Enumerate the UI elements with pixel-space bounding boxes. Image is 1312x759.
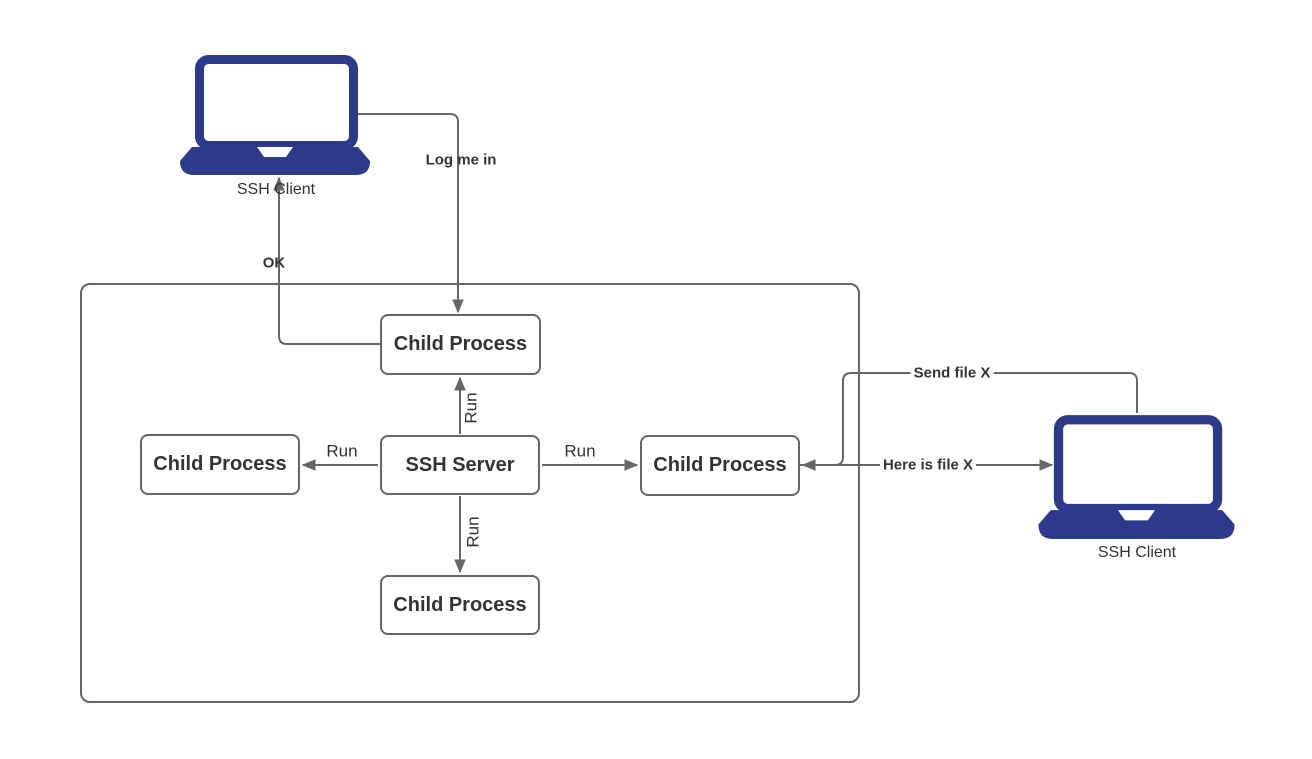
node-label: Child Process: [153, 453, 287, 475]
edge-label-run-bottom: Run: [463, 516, 483, 548]
edge-label-here-is-file: Here is file X: [879, 455, 977, 475]
node-label: Child Process: [393, 593, 527, 616]
node-child-process-top: Child Process: [380, 314, 541, 375]
laptop-icon: [180, 60, 370, 176]
node-label: Child Process: [653, 454, 787, 476]
edge-label-run-right: Run: [564, 441, 596, 461]
client-right-label: SSH Client: [1097, 544, 1177, 561]
edge-label-run-left: Run: [326, 441, 358, 461]
node-label: Child Process: [393, 333, 528, 355]
node-ssh-server: SSH Server: [380, 435, 540, 495]
edge-ok: [279, 178, 380, 345]
node-label: SSH Server: [405, 453, 515, 476]
edge-label-send-file: Send file X: [910, 363, 994, 383]
node-child-process-left: Child Process: [140, 434, 300, 495]
edge-log-me-in: [358, 113, 458, 312]
node-child-process-right: Child Process: [640, 435, 800, 496]
server-boundary-box: [80, 283, 860, 703]
edge-send-file: [803, 372, 1138, 465]
edge-label-ok: OK: [262, 254, 286, 272]
client-left-label: SSH Client: [236, 181, 316, 198]
edge-label-log-me-in: Log me in: [425, 151, 497, 169]
node-child-process-bottom: Child Process: [380, 575, 540, 635]
laptop-icon: [1038, 420, 1234, 539]
edge-label-run-top: Run: [461, 392, 481, 424]
